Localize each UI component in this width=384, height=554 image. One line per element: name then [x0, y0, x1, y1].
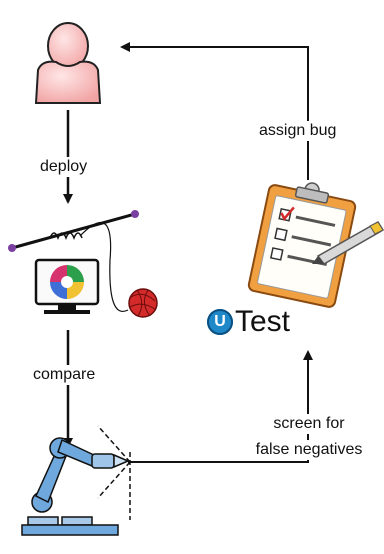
connector-assign-bug [120, 42, 309, 180]
utest-brand: U Test [207, 307, 290, 337]
developer-person-icon [34, 22, 102, 104]
utest-logo-icon: U [207, 309, 233, 335]
label-deploy: deploy [38, 157, 90, 177]
label-assign-bug: assign bug [257, 121, 339, 141]
utest-brand-name: Test [235, 305, 291, 338]
label-screen-for: screen for [255, 414, 363, 434]
label-false-negatives: false negatives [242, 440, 376, 460]
robot-arm-icon [21, 425, 131, 536]
bug-ball-icon [128, 288, 158, 318]
fuzzing-computer-icon [8, 210, 139, 314]
label-compare: compare [31, 365, 98, 385]
connector-screen [128, 350, 313, 463]
bug-report-clipboard-icon [247, 182, 384, 308]
